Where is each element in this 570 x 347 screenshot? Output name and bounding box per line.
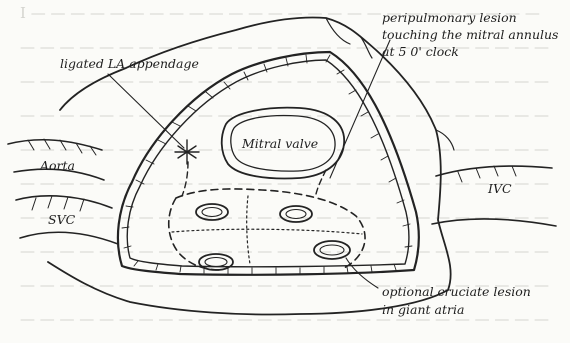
peripulmonary-lesion-label-line1: peripulmonary lesion: [382, 10, 517, 25]
svg-text:— — — — — — — — — — — — — — —: — — — — — — — — — — — — — — — — — — — — …: [20, 72, 549, 90]
cruciate-lesion-label-line1: optional cruciate lesion: [382, 284, 531, 299]
ivc-label: IVC: [487, 181, 512, 196]
svg-text:— — — — — — — — — — — — — — —: — — — — — — — — — — — — — — — — — — — — …: [20, 242, 549, 260]
mitral-valve-label: Mitral valve: [241, 136, 318, 151]
svg-text:— — — — — — — — — — — — — — —: — — — — — — — — — — — — — — — — — — — — …: [20, 174, 549, 192]
svg-text:— — — — — — — — — — — — — — —: — — — — — — — — — — — — — — — — — — — — …: [20, 208, 549, 226]
page-show-through: I — — — — — — — — — — — — — — — — — — — …: [20, 4, 549, 328]
cruciate-lesion-label-line2: in giant atria: [382, 302, 464, 317]
ligated-la-appendage-label: ligated LA appendage: [60, 56, 199, 71]
peripulmonary-lesion-label-line2: touching the mitral annulus: [382, 27, 558, 42]
cruciate-lesion-horizontal: [172, 229, 362, 234]
svg-text:— — — — — — — — — — — — — — —: — — — — — — — — — — — — — — — — — — — — …: [20, 310, 549, 328]
peripulmonary-lesion-label-line3: at 5 0' clock: [382, 44, 459, 59]
aorta-label: Aorta: [39, 158, 75, 173]
svc-label: SVC: [48, 212, 76, 227]
